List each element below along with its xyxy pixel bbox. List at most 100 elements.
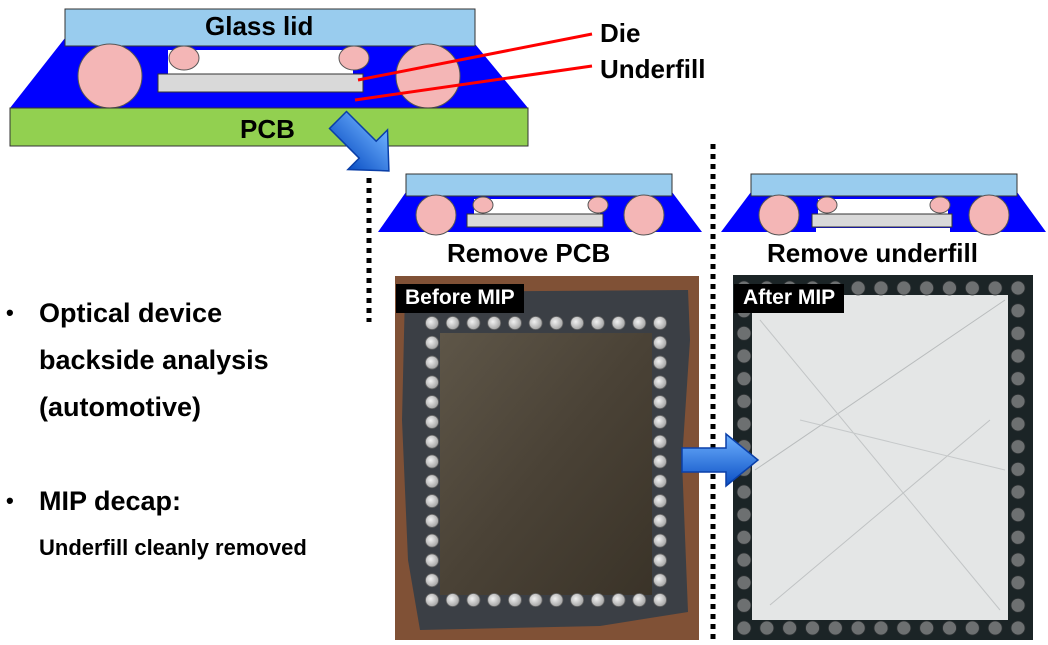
bullet2-line1: MIP decap: [39,486,182,516]
bump-before [611,316,626,330]
bullet1-line2: backside analysis [39,345,269,375]
cross-section-step1 [378,173,702,236]
bump-before [508,316,522,330]
bump-before [425,355,439,370]
die-label: Die [600,18,641,48]
bump-before [653,494,667,508]
bump-after [1010,348,1026,364]
bump-after [919,620,935,636]
bump-after [736,529,752,545]
arrow-diagonal-icon [328,110,390,172]
bump-before [653,415,667,429]
bump-before [611,593,626,607]
bump-before [528,593,543,607]
arrow-right-icon [681,432,760,488]
bump-before [570,593,584,607]
bump-before [528,316,543,330]
bump-after [1010,393,1026,409]
bump-before [425,553,439,568]
cross-section-step2 [721,173,1046,236]
bump-after [736,325,752,341]
bump-after [1010,620,1026,636]
bump-after [827,620,843,636]
bump-after [873,620,889,636]
bump-before [590,316,605,330]
bump-before [425,335,439,350]
underfill-region [168,50,353,74]
bump-after [1010,325,1026,341]
bullet1-line1: Optical device [39,298,223,328]
bump-after [919,280,935,296]
bullet-marker-1: • [6,300,14,325]
bump-after [942,620,957,636]
bump-after [987,280,1003,296]
underfill-label: Underfill [600,54,706,84]
bump-after [1010,575,1026,591]
bump-after [736,620,752,636]
bump-before [549,593,564,607]
bump-before [653,316,667,330]
bump-before [425,395,439,410]
bump-before [653,573,667,588]
bump-before [487,593,502,607]
bump-before [508,593,522,607]
bump-before [425,593,439,607]
bullet2-line2: Underfill cleanly removed [39,535,307,560]
photo-after-mip [733,275,1033,640]
bump-before [425,415,439,429]
bump-after [896,280,912,296]
bump-after [736,552,752,568]
underfill-leader-line [354,64,593,102]
bump-after [850,620,866,636]
bump-before [425,533,439,548]
bump-before [425,434,439,449]
bump-before [425,494,439,508]
bump-after [736,348,752,364]
bump-before [653,355,667,370]
bullet1-line3: (automotive) [39,392,201,422]
bump-after [736,575,752,591]
bump-before [632,593,647,607]
glass-lid [64,8,476,47]
solder-ball-left [77,43,143,109]
bump-before [425,316,439,330]
after-mip-label: After MIP [734,284,845,313]
bump-after [736,393,752,409]
bump-before [653,533,667,548]
micro-bump-right [338,45,370,71]
bump-before [570,316,584,330]
bump-after [896,620,912,636]
bump-after [1010,439,1026,455]
bump-before [653,375,667,390]
glass-lid-label: Glass lid [205,11,314,41]
bump-after [1010,280,1026,296]
bump-after [736,416,752,432]
bump-after [964,280,980,296]
bump-before [425,513,439,528]
bump-after [1010,371,1026,387]
bump-before [425,375,439,390]
bump-after [736,507,752,523]
bump-after [942,280,957,296]
step1-label: Remove PCB [447,238,611,268]
bump-before [466,316,481,330]
bump-after [1010,461,1026,477]
photo-before-mip [395,276,699,640]
pcb [9,107,529,147]
bump-before [466,593,481,607]
solder-ball-right [395,43,461,109]
bump-before [425,474,439,489]
bump-before [425,454,439,469]
pcb-label: PCB [240,114,295,144]
bump-after [759,620,775,636]
die-leader-line [357,32,593,82]
bump-before [653,335,667,350]
bump-before [487,316,502,330]
bump-after [736,371,752,387]
bump-before [653,513,667,528]
bullet-marker-2: • [6,488,14,513]
bump-before [632,316,647,330]
bump-after [850,280,866,296]
bump-before [425,573,439,588]
